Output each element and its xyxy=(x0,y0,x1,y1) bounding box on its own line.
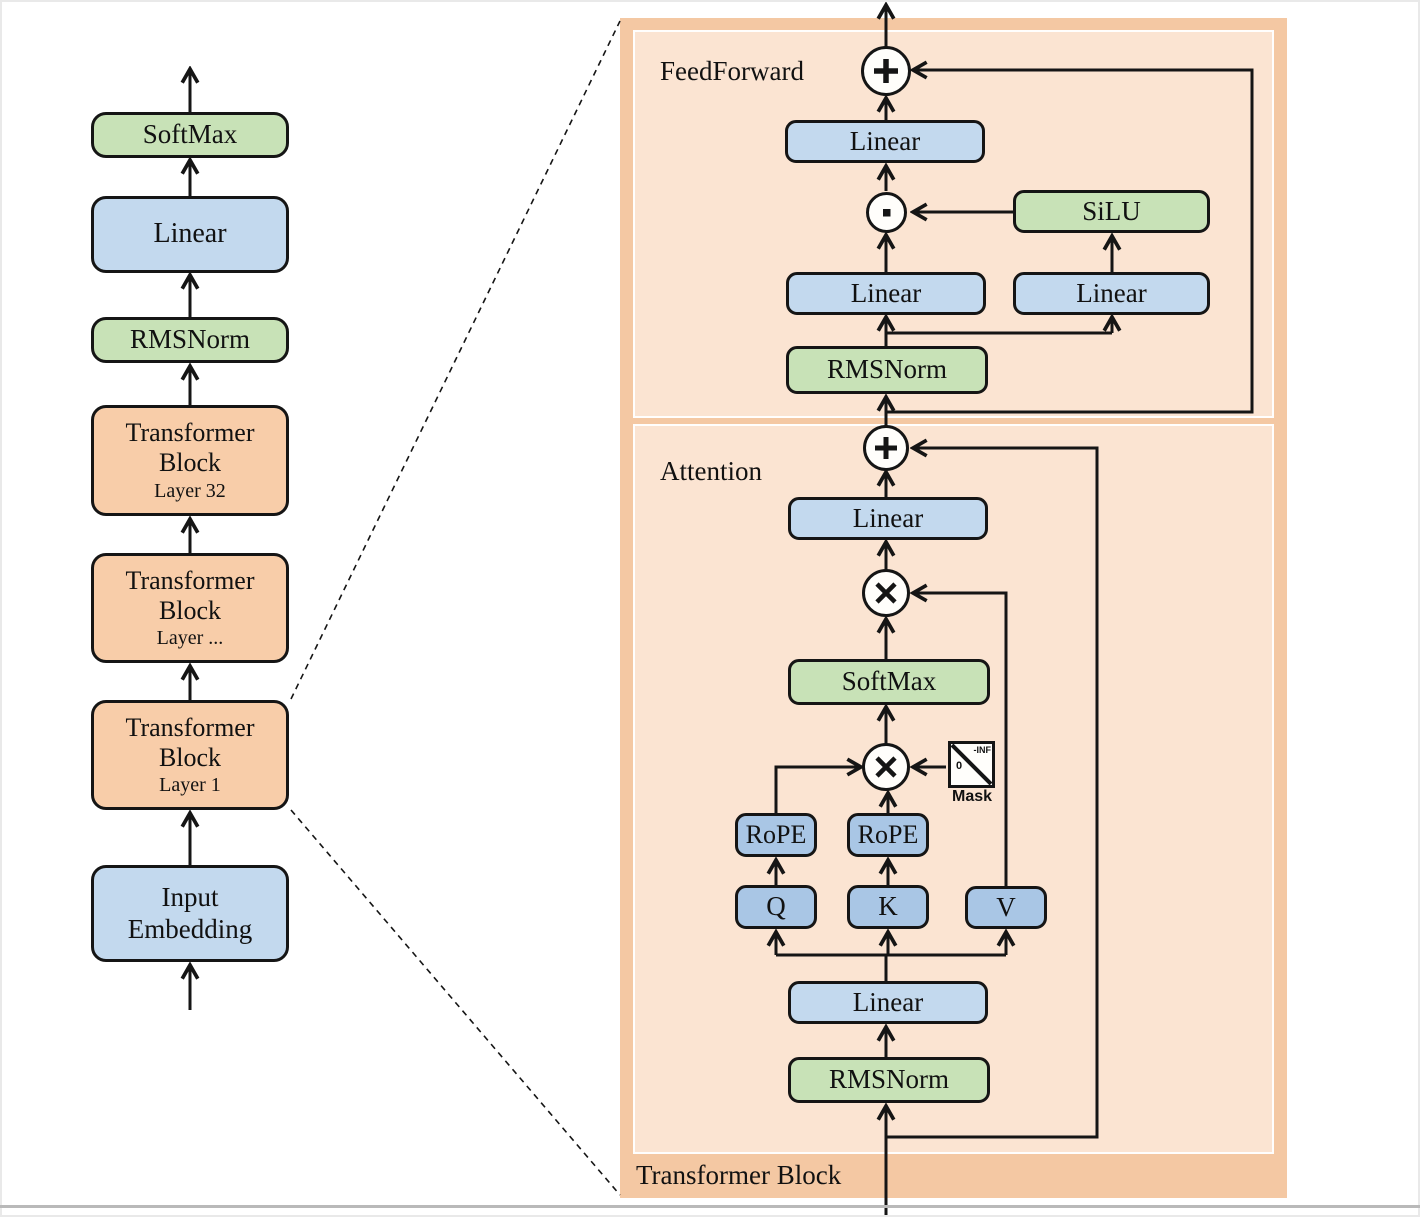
block-input-embedding: Input Embedding xyxy=(91,865,289,962)
rope-k: RoPE xyxy=(847,813,929,857)
ff-skip-connection xyxy=(886,70,1254,414)
ff-add-node xyxy=(861,46,911,96)
ff-linear-up: Linear xyxy=(1013,272,1210,315)
add-icon xyxy=(875,437,897,459)
ff-linear-gate: Linear xyxy=(786,272,986,315)
multiply-icon xyxy=(875,756,897,778)
block-softmax-label: SoftMax xyxy=(142,119,238,150)
multiply-icon xyxy=(875,582,897,604)
ff-rmsnorm: RMSNorm xyxy=(786,346,988,394)
panel-title: Transformer Block xyxy=(636,1160,842,1190)
attn-linear-o-label: Linear xyxy=(852,502,924,533)
ff-linear-out-label: Linear xyxy=(849,125,921,156)
attn-linear-qkv: Linear xyxy=(788,981,988,1024)
tb32-word1: Transformer xyxy=(125,418,255,448)
tb1-word1: Transformer xyxy=(125,712,255,742)
rope-k-label: RoPE xyxy=(857,820,919,850)
q-rope-path xyxy=(774,767,860,813)
add-icon xyxy=(874,59,898,83)
ff-linear-out: Linear xyxy=(785,120,985,163)
mask-label: Mask xyxy=(951,788,993,805)
mask-inf-value: -INF xyxy=(973,745,992,755)
tbmid-word1: Transformer xyxy=(125,565,255,595)
block-linear-head-label: Linear xyxy=(153,218,227,250)
attn-skip-connection xyxy=(886,448,1099,1139)
block-rmsnorm-final: RMSNorm xyxy=(91,317,289,363)
ff-silu: SiLU xyxy=(1013,190,1210,233)
rope-q: RoPE xyxy=(735,813,817,857)
tb1-layer: Layer 1 xyxy=(159,774,221,797)
tb32-word2: Block xyxy=(158,448,222,477)
tb32-layer: Layer 32 xyxy=(154,479,226,502)
q-label: Q xyxy=(766,891,786,922)
bottom-window-edge xyxy=(0,1205,1420,1208)
attn-matmul-sv-node xyxy=(862,569,910,617)
feedforward-label: FeedForward xyxy=(660,56,804,86)
attention-label: Attention xyxy=(660,456,762,486)
mask-node: -INF 0 xyxy=(948,741,995,788)
block-linear-head: Linear xyxy=(91,196,289,273)
mask-diagonal-icon xyxy=(951,744,992,785)
input-embedding-line2: Embedding xyxy=(127,913,253,944)
v-path xyxy=(914,593,1008,886)
v-box: V xyxy=(965,886,1047,929)
dot-icon xyxy=(883,209,891,217)
block-transformer-layermid: Transformer Block Layer ... xyxy=(91,553,289,663)
attn-matmul-qk-node xyxy=(862,743,910,791)
tb1-word2: Block xyxy=(158,742,222,772)
tbmid-word2: Block xyxy=(158,595,222,625)
zoom-connector-bottom xyxy=(290,809,621,1196)
ff-silu-label: SiLU xyxy=(1082,195,1141,226)
block-rmsnorm-final-label: RMSNorm xyxy=(129,324,251,355)
ff-multiply-node xyxy=(866,192,907,233)
block-transformer-layer32: Transformer Block Layer 32 xyxy=(91,405,289,516)
block-softmax: SoftMax xyxy=(91,112,289,158)
attn-linear-qkv-label: Linear xyxy=(852,986,924,1017)
input-embedding-line1: Input xyxy=(161,882,219,913)
ff-linear-up-label: Linear xyxy=(1076,277,1147,308)
ff-rmsnorm-label: RMSNorm xyxy=(826,354,948,385)
attn-add-node xyxy=(863,425,909,471)
attn-softmax-label: SoftMax xyxy=(841,666,937,697)
k-box: K xyxy=(847,885,929,929)
attn-rmsnorm: RMSNorm xyxy=(788,1057,990,1103)
v-label: V xyxy=(996,891,1016,922)
attn-linear-o: Linear xyxy=(788,497,988,540)
block-transformer-layer1: Transformer Block Layer 1 xyxy=(91,700,289,810)
rope-q-label: RoPE xyxy=(745,820,807,850)
attn-rmsnorm-label: RMSNorm xyxy=(828,1064,950,1095)
attn-softmax: SoftMax xyxy=(788,659,990,705)
q-box: Q xyxy=(735,885,817,929)
mask-zero-value: 0 xyxy=(956,760,963,772)
tbmid-layer: Layer ... xyxy=(156,627,224,650)
ff-linear-gate-label: Linear xyxy=(850,277,922,308)
k-label: K xyxy=(878,891,898,922)
zoom-connector-top xyxy=(290,20,621,700)
attention-section xyxy=(633,424,1274,1154)
